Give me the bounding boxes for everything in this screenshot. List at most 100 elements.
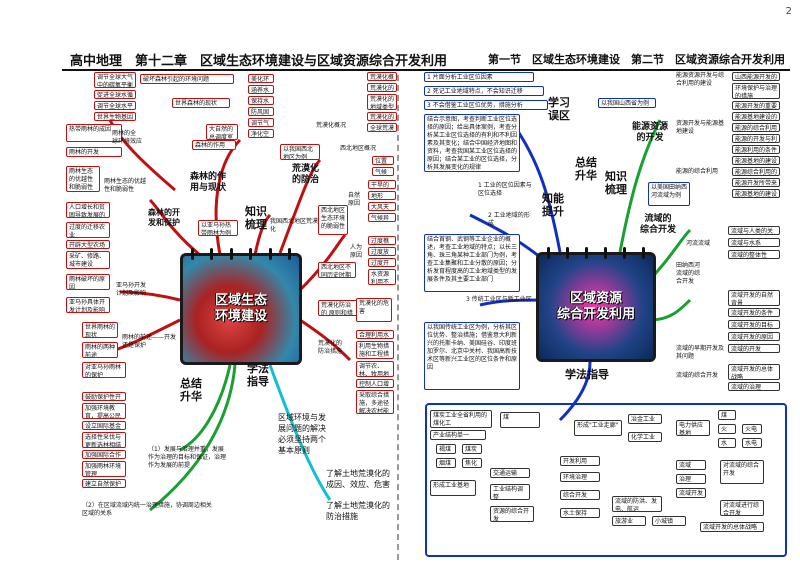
branch-desert [278,158,322,254]
desert-harm: 荒漠化的危害 [356,298,392,322]
bottom-flow-3: 资源的综合开发 [490,506,534,522]
protect-6: 设立国际基金 [82,421,126,430]
bottom-energy-ind: 冶金工业 [628,414,662,424]
principle-2: （2）在区域流域内统一治理措施，协调周边相关区域的关系 [82,502,212,517]
desert-title: 荒漠化 的防治 [292,164,320,185]
desert-item-12: 过度放牧 [368,247,396,256]
desert-item-19: 调节农、林、牧用地之间的关系 [356,361,394,377]
bottom-flow-15: 小城镇 [652,516,686,526]
river-item-5: 流域的早期开发及其问题 [676,345,725,360]
misc-c1: 结合示意图，考查判断工业区位选择的原因；给出具体案例，考查分析某工业区位选择的有… [424,114,520,172]
bottom-transport: 交通运输 [490,468,530,478]
branch-amazon [119,290,181,302]
branch-knowledge [253,213,272,256]
bottom-coal-v1: 火 [718,424,736,434]
bottom-flow-12: 流域开发 [676,488,706,498]
desert-item-6: 气候 [372,167,394,176]
bottom-flow-6: 环境治理 [560,472,600,482]
desert-region-sub: 西北地区生态环境的脆弱性 [318,205,348,235]
right-center-title: 区域资源 综合开发利用 [556,291,635,322]
forest-world: 世界森林的现状 [172,98,230,108]
river-item-12: 流域的治理 [728,382,780,391]
cause-6: 采矿、修路、城市建设 [66,251,110,269]
rain-future: 雨林的前途——开发还是保护 [122,334,177,349]
desert-natural: 自然 原因 [348,192,361,207]
energy-item-10: 能源基地的建设及意义 [732,189,780,198]
rain-dev: 雨林的开发 [66,147,122,157]
energy-dev: 资源开发与能源基地建设 [676,120,725,135]
bottom-flow-2: 煤 [500,412,540,428]
understand-1: 了解土地荒漠化的 成因、效应、危害 [326,469,390,489]
bottom-flow-9: 流域 [676,460,706,470]
bottom-coal-2: 烟煤 [436,458,456,468]
cause-4: 过度的迁移农业 [66,222,110,238]
desert-item-20: 控制人口增长 [356,379,394,388]
river-item-8: 流域的整体性 [728,250,780,259]
effect-1: 调节全球大气中的碳氧平衡 [94,72,136,88]
effect-2: 促进全球水循环 [94,90,136,99]
right-center-calendar: 区域资源 综合开发利用 [536,247,656,362]
right-knowledge-label: 知识 梳理 [605,170,627,196]
energy-item-6: 能源利用的条件 [732,145,780,154]
branch-desert3 [299,318,352,362]
desert-item-21: 采取综合措施，多途径解决农村能源问题 [356,390,394,414]
forest-role-1: 美化环境 [248,74,274,83]
desert-item-4: 全球荒漠化概况 [367,123,397,132]
protect-1: 世界雨林的现状 [82,322,118,338]
energy-base: 能源资源开发与综合利用的建设 [676,72,725,87]
branch-rain-future [114,318,181,352]
bottom-flow-14: 旅游业 [612,516,646,526]
branch-forest [214,138,242,256]
bottom-flow-1: 形成工业基地 [430,480,476,496]
bottom-flow-7: 综合开发 [560,490,600,500]
energy-item-9: 能源开发所带来的问题 [732,178,780,187]
river-item-1: 流域开发的条件 [728,308,780,317]
river-item-3: 流域开发的原因 [728,332,780,341]
energy-title: 能源资源 的开发 [632,122,669,143]
branch-method-right [558,361,592,422]
right-summary-label: 总结 升华 [575,156,597,182]
misc-c2: 结合首钢、武钢等工业企业的概述，考查工业地域的特点；以长三角、珠三角某种工业部门… [424,234,520,292]
title-rule [62,69,790,71]
forest-role-2: 涵养水源 [248,85,274,94]
desert-item-2: 荒漠化的地域类型 [367,94,397,110]
right-method-label: 学法指导 [565,368,609,381]
bottom-flow-4: 形成"工业走廊" [574,420,622,436]
effect-4: 世界生物基因宝库 [94,112,136,121]
energy-item-7: 能源基地的建设 [732,156,780,165]
bottom-flow-16: 对流域进行综合开发 [720,500,764,516]
cause-7: 雨林破坏的原因 [66,274,110,290]
protect-3: 对亚马孙雨林的保护 [82,362,126,378]
branch-principle [149,364,237,512]
left-knowledge-label: 知识 梳理 [245,205,267,231]
river-item-6: 流域的综合开发 [676,372,719,379]
right-study-label: 学习 误区 [548,96,570,122]
bottom-flow-17: 流域开发的总体战略 [700,522,764,532]
bottom-flow-0: 煤炭工业全省利用的煤化工 [430,410,492,428]
misc-m2: 2 死记工业地域特点，不会知识迁移 [424,86,544,96]
protect-2: 雨林的两种前途 [82,342,118,358]
section-title: 第一节 区域生态环境建设 第二节 区域资源综合开发利用 [488,53,785,66]
cause-5: 开辟大型农场 [66,240,110,249]
forest-role-7: 大自然的总调度室 [206,124,238,140]
desert-item-18: 利用生物措施和工程措施构筑防护体系 [356,341,394,359]
left-summary-label: 总结 升华 [180,377,202,403]
bottom-coal-v0: 煤 [718,410,736,420]
protect-8: 加强国际合作 [82,450,126,459]
branch-summary-left [179,364,232,452]
desert-item-0: 荒漠化概念 [367,72,397,81]
center-divider [397,75,399,560]
desert-human: 人为 原因 [350,244,363,259]
desert-item-8: 地形 [368,191,396,200]
bottom-flow-5: 开发利用 [560,456,600,466]
desert-item-11: 过度樵采 [368,236,396,245]
desert-example-alt: 以我国西北地区为例 [280,144,320,160]
bottom-industry: 产业结构单一 [430,430,486,440]
desert-item-5: 位置 [372,156,394,165]
desert-item-17: 合理利用水资源 [356,330,394,339]
left-method-label: 学法 指导 [247,362,269,388]
energy-item-5: 能源的开发与利用 [732,134,780,143]
branch-tva [649,298,692,322]
